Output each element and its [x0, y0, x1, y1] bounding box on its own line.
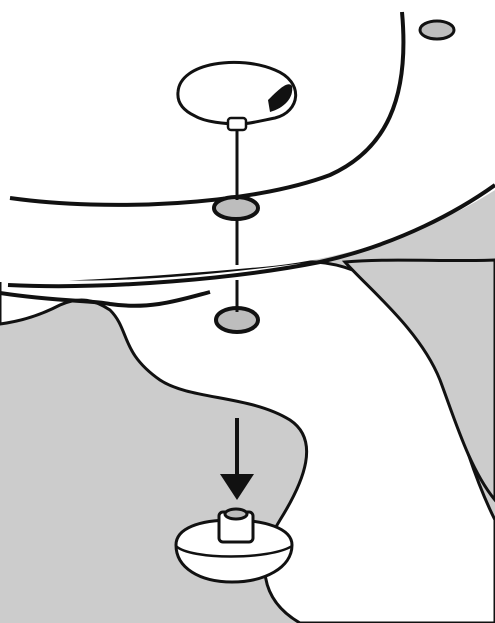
seat-slot-hole	[420, 21, 454, 39]
hinge-bolt-collar	[228, 118, 246, 130]
mounting-nut-bore	[225, 509, 247, 519]
seat-bolt-hole	[214, 197, 258, 219]
